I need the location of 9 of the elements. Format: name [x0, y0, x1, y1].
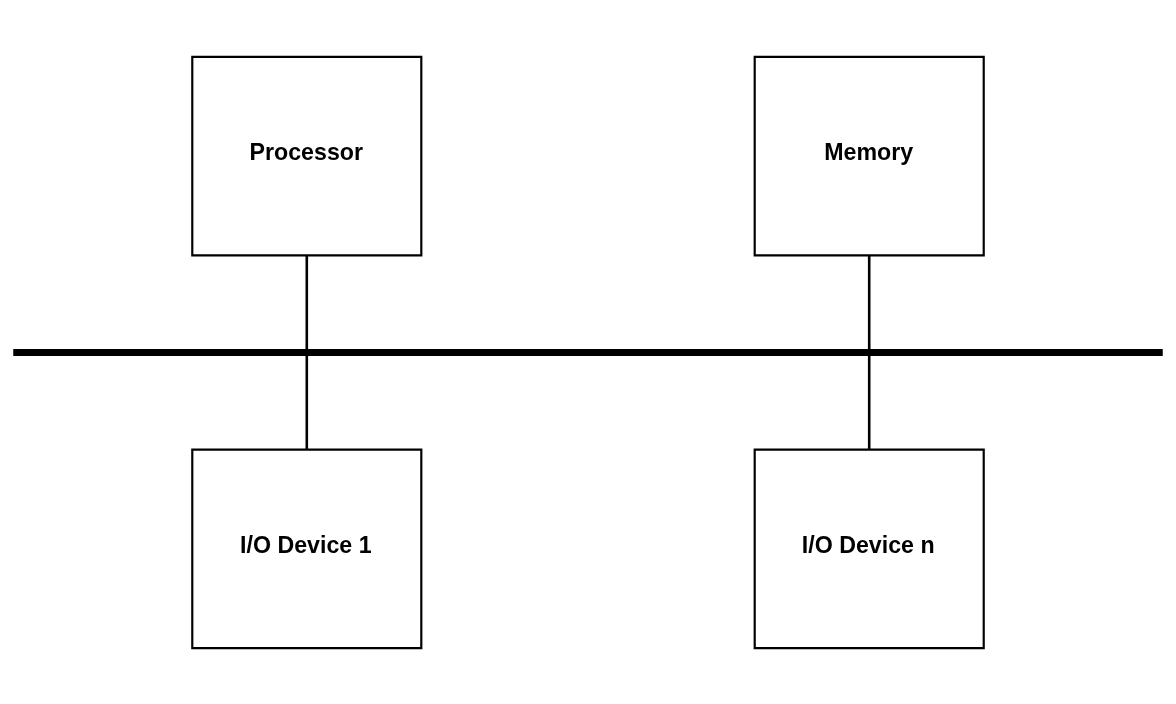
- node-box: I/O Device 1: [191, 448, 423, 649]
- connector: [867, 355, 871, 449]
- node-bar: [13, 348, 1163, 356]
- node-box: I/O Device n: [753, 448, 985, 649]
- connector: [867, 254, 871, 349]
- connector: [305, 355, 309, 449]
- connector: [305, 254, 309, 349]
- node-box: Memory: [753, 55, 985, 256]
- node-box: Processor: [191, 55, 423, 256]
